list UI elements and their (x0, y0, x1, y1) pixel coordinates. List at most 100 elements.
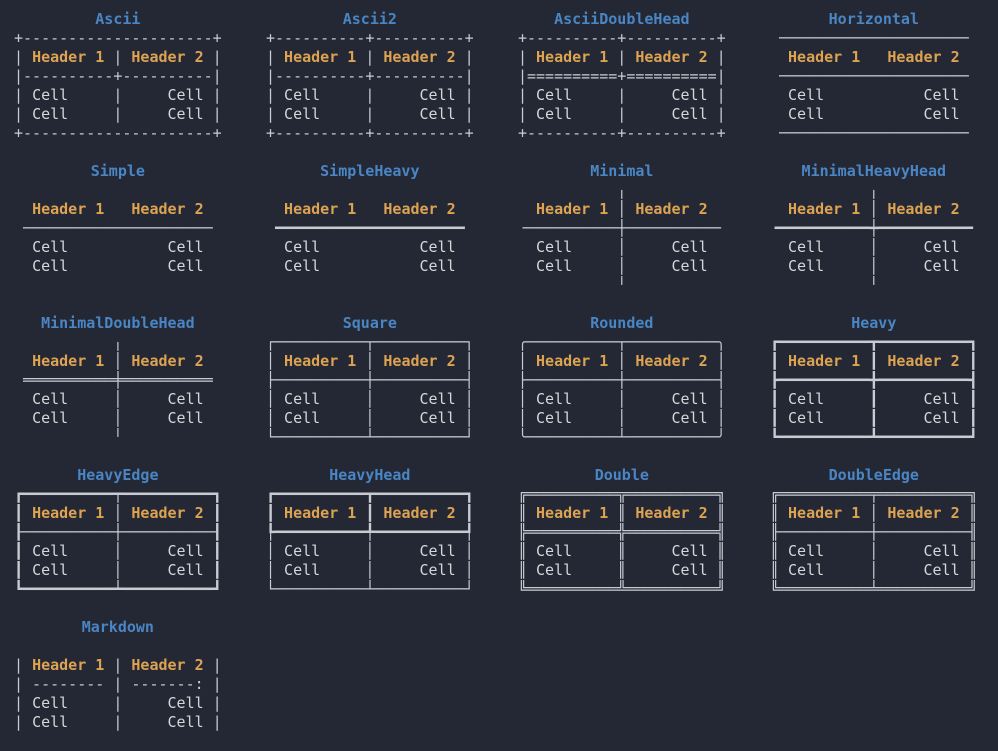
cell-value: Cell (32, 542, 69, 560)
table-line: ───────────────────── (769, 67, 978, 85)
column-header: Header 2 (887, 48, 960, 66)
cell-value: Cell (788, 238, 825, 256)
table-box-art: ╷ Header 1 │ Header 2 ╺━━━━━━━━━━┿━━━━━━… (770, 181, 978, 295)
table-line: ║ Header 1 │ Header 2 ║ (769, 504, 978, 522)
table-line: +----------+----------+ (517, 124, 726, 142)
cell-value: Cell (419, 561, 456, 579)
cell-value: Cell (671, 238, 708, 256)
table-line: Cell Cell (266, 257, 474, 276)
cell-value: Cell (167, 105, 204, 123)
table-line: ╵ (769, 276, 978, 294)
table-box-art: ┌──────────┬──────────┐│ Header 1 │ Head… (266, 333, 474, 447)
table-line: | Header 1 | Header 2 | (517, 48, 726, 66)
table-title: DoubleEdge (828, 466, 919, 484)
table-line: Cell Cell (14, 238, 222, 257)
table-line: ══════════╪══════════ (14, 371, 222, 389)
column-header: Header 2 (131, 352, 204, 370)
cell-value: Cell (923, 561, 960, 579)
table-line: Header 1 Header 2 (266, 200, 474, 219)
table-line: ┃ Cell ┃ Cell ┃ (769, 409, 978, 427)
table-line: | Cell | Cell | (14, 105, 222, 123)
cell-value: Cell (923, 238, 960, 256)
table-line: +----------+----------+ (265, 29, 474, 47)
column-header: Header 2 (131, 656, 204, 674)
table-line: +---------------------+ (14, 29, 222, 47)
box-style-tile-ascii: Ascii+---------------------+| Header 1 |… (14, 10, 222, 143)
table-line: │ Cell │ Cell │ (265, 561, 474, 579)
table-line: Cell Cell (266, 238, 474, 257)
table-line (14, 732, 222, 751)
table-line: |==========+==========| (517, 67, 726, 85)
cell-value: Cell (167, 713, 204, 731)
table-title: Horizontal (828, 10, 919, 28)
table-box-art: ╔══════════╦══════════╗║ Header 1 ║ Head… (518, 485, 726, 599)
table-line: ┣━━━━━━━━━━╋━━━━━━━━━━┫ (769, 371, 978, 389)
table-line: ───────────────────── (769, 29, 978, 47)
table-title: Rounded (590, 314, 654, 332)
cell-value: Cell (167, 390, 204, 408)
cell-value: Cell (923, 86, 960, 104)
cell-value: Cell (671, 390, 708, 408)
box-style-tile-heavy: Heavy┏━━━━━━━━━━┳━━━━━━━━━━┓┃ Header 1 ┃… (770, 314, 978, 447)
table-title: Ascii2 (342, 10, 397, 28)
table-line: | Cell | Cell | (14, 713, 222, 731)
table-line (14, 637, 222, 656)
table-title: HeavyEdge (77, 466, 159, 484)
table-title: MinimalDoubleHead (41, 314, 195, 332)
table-line: ║ Cell ║ Cell ║ (517, 561, 726, 579)
table-line: Cell │ Cell (536, 238, 708, 256)
table-line: Header 1 Header 2 (14, 200, 222, 219)
cell-value: Cell (788, 105, 825, 123)
cell-value: Cell (788, 86, 825, 104)
table-line: ║ Cell │ Cell ║ (769, 561, 978, 579)
cell-value: Cell (536, 257, 573, 275)
box-style-tile-asciidoublehead: AsciiDoubleHead+----------+----------+| … (518, 10, 726, 143)
cell-value: Cell (167, 238, 204, 256)
table-box-art: +---------------------+| Header 1 | Head… (14, 29, 222, 143)
table-line: ├──────────┼──────────┤ (265, 371, 474, 389)
cell-value: Cell (536, 561, 573, 579)
cell-value: Cell (32, 390, 69, 408)
table-line: ╔══════════╦══════════╗ (517, 485, 726, 503)
table-title: Ascii (95, 10, 141, 28)
cell-value: Cell (419, 542, 456, 560)
cell-value: Cell (284, 257, 321, 275)
box-style-tile-minimalheavyhead: MinimalHeavyHead ╷ Header 1 │ Header 2 ╺… (770, 162, 978, 295)
box-style-tile-doubleedge: DoubleEdge╔══════════╤══════════╗║ Heade… (770, 466, 978, 599)
table-line: | Cell | Cell | (265, 105, 474, 123)
table-line: │ Header 1 │ Header 2 │ (265, 352, 474, 370)
table-line: ╚══════════╩══════════╝ (517, 580, 726, 598)
cell-value: Cell (32, 238, 69, 256)
table-line: ┃ Header 1 ┃ Header 2 ┃ (769, 352, 978, 370)
box-style-tile-simpleheavy: SimpleHeavy Header 1 Header 2 ━━━━━━━━━━… (266, 162, 474, 295)
cell-value: Cell (923, 257, 960, 275)
table-line: |----------+----------| (14, 67, 222, 85)
table-line: │ Cell │ Cell │ (517, 409, 726, 427)
table-line: ╰──────────┴──────────╯ (517, 428, 726, 446)
table-line: │ Cell │ Cell │ (265, 409, 474, 427)
column-header: Header 1 (536, 48, 609, 66)
box-style-tile-heavyhead: HeavyHead┏━━━━━━━━━━┳━━━━━━━━━━┓┃ Header… (266, 466, 474, 599)
table-line: ║ Cell │ Cell ║ (769, 542, 978, 560)
column-header: Header 1 (536, 504, 609, 522)
table-line: │ Cell │ Cell │ (265, 542, 474, 560)
column-header: Header 2 (635, 48, 708, 66)
cell-value: Cell (419, 86, 456, 104)
table-line: ╷ (517, 181, 726, 199)
table-line: │ Header 1 │ Header 2 │ (517, 352, 726, 370)
box-style-tile-rounded: Rounded╭──────────┬──────────╮│ Header 1… (518, 314, 726, 447)
table-box-art: ╔══════════╤══════════╗║ Header 1 │ Head… (770, 485, 978, 599)
table-title: Minimal (590, 162, 654, 180)
table-line: ┏━━━━━━━━━━┳━━━━━━━━━━┓ (769, 333, 978, 351)
cell-value: Cell (923, 105, 960, 123)
table-box-art: ┏━━━━━━━━━━┳━━━━━━━━━━┓┃ Header 1 ┃ Head… (770, 333, 978, 447)
cell-value: Cell (32, 105, 69, 123)
table-line: ╷ (14, 333, 222, 351)
cell-value: Cell (284, 238, 321, 256)
table-line (14, 181, 222, 200)
cell-value: Cell (923, 542, 960, 560)
table-line: ┏━━━━━━━━━━┯━━━━━━━━━━┓ (14, 485, 222, 503)
table-line: +----------+----------+ (265, 124, 474, 142)
table-line: Cell │ Cell (536, 257, 708, 275)
